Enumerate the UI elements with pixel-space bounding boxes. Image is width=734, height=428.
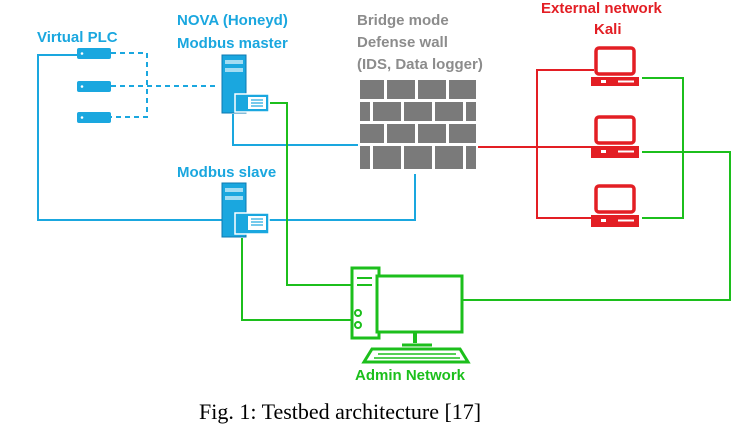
admin-network-label: Admin Network bbox=[355, 367, 466, 384]
computer-icon bbox=[591, 46, 639, 86]
nova-label-line1: NOVA (Honeyd) bbox=[177, 12, 288, 29]
modbus-slave-label: Modbus slave bbox=[177, 164, 276, 181]
slave-to-admin-line bbox=[241, 238, 352, 321]
external-pcs-link bbox=[642, 77, 684, 219]
green-links bbox=[241, 77, 731, 321]
bridge-label-line3: (IDS, Data logger) bbox=[357, 56, 483, 73]
plc-device-icon bbox=[77, 48, 111, 123]
red-links bbox=[478, 69, 594, 219]
bridge-label-line2: Defense wall bbox=[357, 34, 448, 51]
external-computer-icons bbox=[591, 46, 639, 227]
computer-icon bbox=[591, 115, 639, 158]
computer-icon bbox=[591, 184, 639, 227]
slave-to-wall-line bbox=[258, 174, 416, 221]
nova-to-admin-line bbox=[270, 102, 352, 286]
cyan-links bbox=[37, 52, 416, 221]
bridge-label-line1: Bridge mode bbox=[357, 12, 449, 29]
figure-caption: Fig. 1: Testbed architecture [17] bbox=[199, 399, 481, 424]
plc-bus-line bbox=[37, 54, 225, 221]
plc-dashed-links bbox=[111, 52, 215, 118]
desktop-computer-icon bbox=[350, 266, 471, 364]
external-network-label: External network bbox=[541, 0, 663, 17]
slave-server-icon bbox=[221, 182, 270, 238]
nova-to-wall-line bbox=[232, 114, 358, 146]
brick-wall-icon bbox=[358, 78, 478, 172]
nova-server-icon bbox=[221, 54, 270, 114]
virtual-plc-label: Virtual PLC bbox=[37, 29, 118, 46]
admin-to-external-line bbox=[462, 151, 731, 301]
nova-label-line2: Modbus master bbox=[177, 35, 288, 52]
kali-label: Kali bbox=[594, 21, 622, 38]
